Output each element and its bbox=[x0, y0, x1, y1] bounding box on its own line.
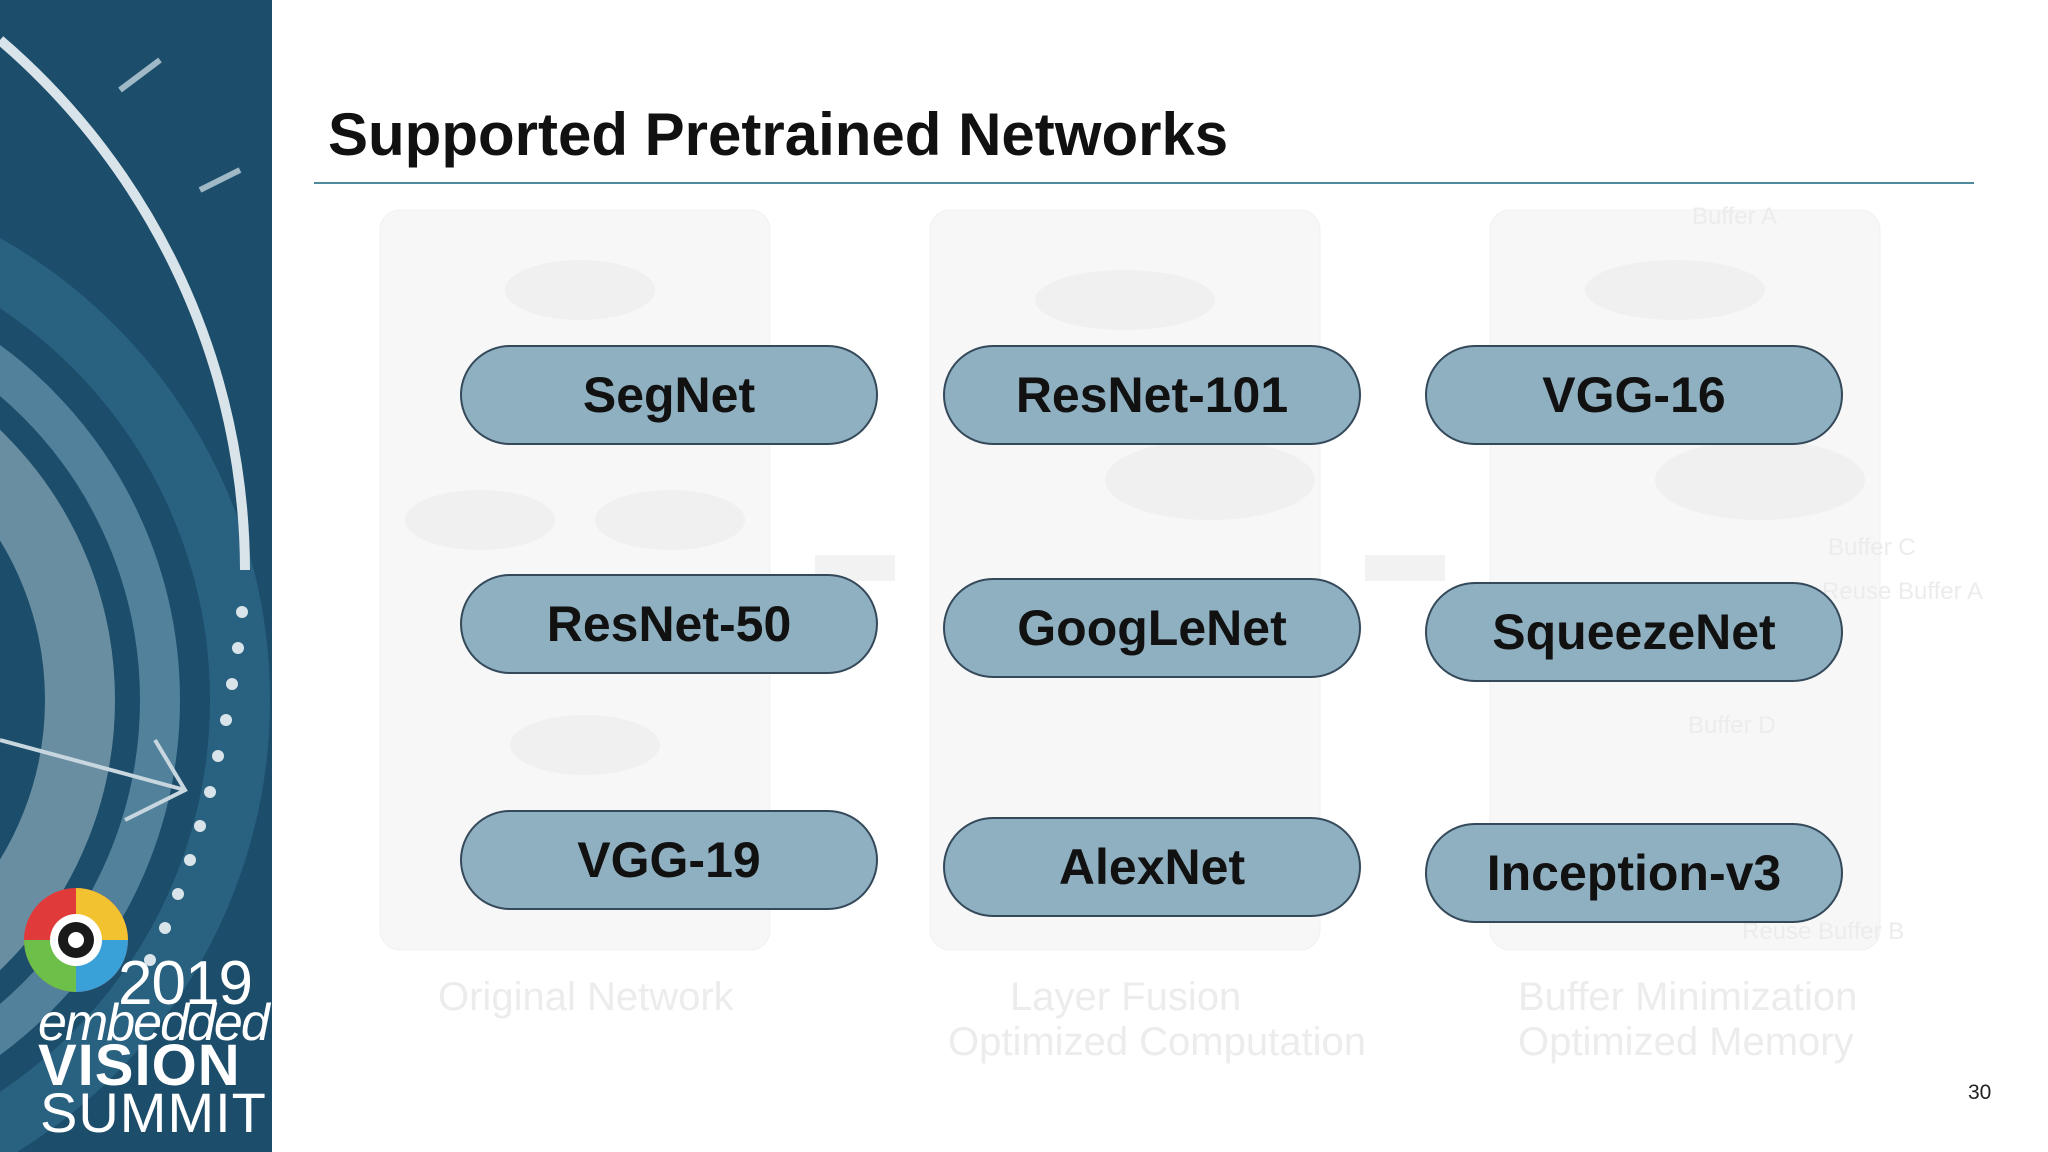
network-pill-segnet: SegNet bbox=[460, 345, 878, 445]
logo-summit: SUMMIT bbox=[40, 1081, 267, 1144]
network-pill-alexnet: AlexNet bbox=[943, 817, 1361, 917]
diagram-caption-original: Original Network bbox=[438, 975, 734, 1019]
logo-embedded: embedded bbox=[38, 994, 270, 1052]
slide-title: Supported Pretrained Networks bbox=[328, 101, 1229, 168]
diagram-caption-computation: Optimized Computation bbox=[948, 1020, 1366, 1064]
page-number: 30 bbox=[1968, 1081, 1992, 1104]
diagram-caption-buffer: Buffer Minimization bbox=[1518, 975, 1858, 1019]
diagram-buffer-d: Buffer D bbox=[1688, 712, 1776, 739]
decorative-sidebar: 2019 embedded VISION SUMMIT bbox=[0, 0, 272, 1152]
diagram-reuse-buffer-a: Reuse Buffer A bbox=[1822, 578, 1983, 605]
diagram-caption-fusion: Layer Fusion bbox=[1010, 975, 1242, 1019]
logo-year: 2019 bbox=[118, 949, 253, 1018]
network-pill-inception-v3: Inception-v3 bbox=[1425, 823, 1843, 923]
diagram-buffer-c: Buffer C bbox=[1828, 534, 1916, 561]
diagram-caption-memory: Optimized Memory bbox=[1518, 1020, 1854, 1064]
network-pill-vgg-16: VGG-16 bbox=[1425, 345, 1843, 445]
network-pill-resnet-50: ResNet-50 bbox=[460, 574, 878, 674]
network-pill-resnet-101: ResNet-101 bbox=[943, 345, 1361, 445]
network-pill-googlenet: GoogLeNet bbox=[943, 578, 1361, 678]
summit-logo-icon bbox=[24, 888, 128, 992]
network-pill-squeezenet: SqueezeNet bbox=[1425, 582, 1843, 682]
diagram-buffer-a: Buffer A bbox=[1692, 203, 1777, 230]
logo-vision: VISION bbox=[38, 1033, 241, 1098]
sidebar-graphic bbox=[0, 36, 270, 1152]
title-divider bbox=[314, 182, 1974, 184]
network-pill-vgg-19: VGG-19 bbox=[460, 810, 878, 910]
